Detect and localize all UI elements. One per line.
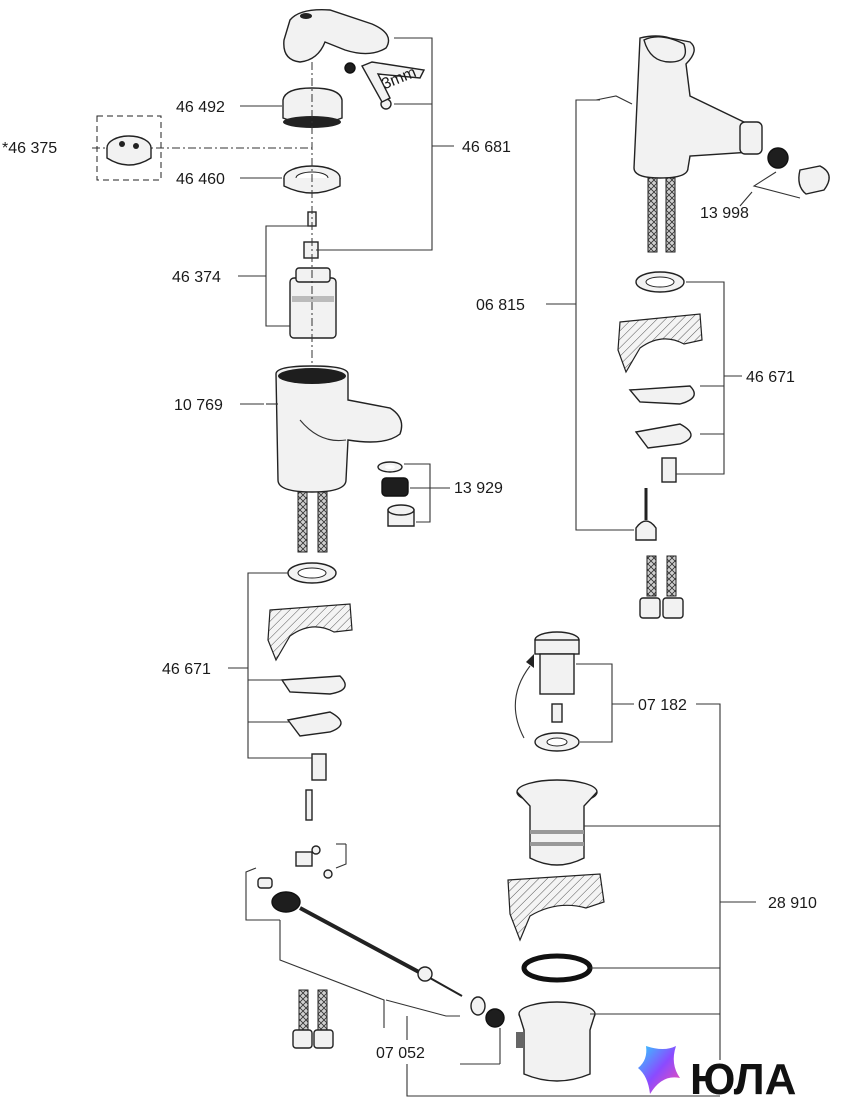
pop-up-rod-assembly — [257, 789, 505, 1028]
hose-right-upper — [317, 491, 328, 553]
waste-nut — [516, 1001, 596, 1082]
bidet-mixer-body — [633, 35, 763, 179]
yula-logo-text: ЮЛА — [690, 1055, 796, 1100]
hose-left-upper — [297, 491, 308, 553]
yula-logo: ЮЛА — [638, 1046, 796, 1100]
aerator-parts — [377, 461, 415, 527]
hose-left-lower — [298, 989, 309, 1031]
cartridge-screw — [303, 211, 319, 259]
bidet-spray-nozzle — [767, 147, 830, 195]
label-13998: 13 998 — [700, 205, 749, 222]
hose-right-lower — [317, 989, 328, 1031]
label-46681: 46 681 — [462, 139, 511, 156]
label-13929: 13 929 — [454, 480, 503, 497]
label-46374: 46 374 — [172, 269, 221, 286]
lever-handle — [283, 9, 390, 63]
label-46671-right: 46 671 — [746, 369, 795, 386]
label-10769: 10 769 — [174, 397, 223, 414]
waste-basin-section — [507, 873, 605, 942]
bidet-hose-right-upper — [665, 177, 676, 253]
yula-logo-icon — [638, 1046, 680, 1094]
label-46460: 46 460 — [176, 171, 225, 188]
leader-lines — [228, 37, 801, 1097]
spare-cartridge-box — [96, 115, 162, 181]
mounting-kit-right — [617, 271, 703, 483]
label-06815: 06 815 — [476, 297, 525, 314]
label-07182: 07 182 — [638, 697, 687, 714]
hex-wrench-icon — [361, 61, 426, 103]
waste-gasket — [521, 953, 593, 983]
waste-body — [516, 779, 598, 866]
bidet-hose-right-lower — [666, 555, 677, 597]
mixer-body — [266, 365, 403, 493]
cartridge-part — [289, 267, 337, 339]
bidet-pop-up-lever — [595, 95, 633, 105]
mounting-kit-left — [267, 562, 353, 781]
bidet-pop-up-knob — [635, 520, 657, 541]
bidet-hose-left-lower — [646, 555, 657, 597]
label-46375: *46 375 — [2, 140, 57, 157]
label-07052: 07 052 — [376, 1045, 425, 1062]
bidet-hose-left-upper — [647, 177, 658, 253]
label-46492: 46 492 — [176, 99, 225, 116]
label-28910: 28 910 — [768, 895, 817, 912]
label-46671-left: 46 671 — [162, 661, 211, 678]
waste-plug-07182 — [534, 631, 580, 752]
